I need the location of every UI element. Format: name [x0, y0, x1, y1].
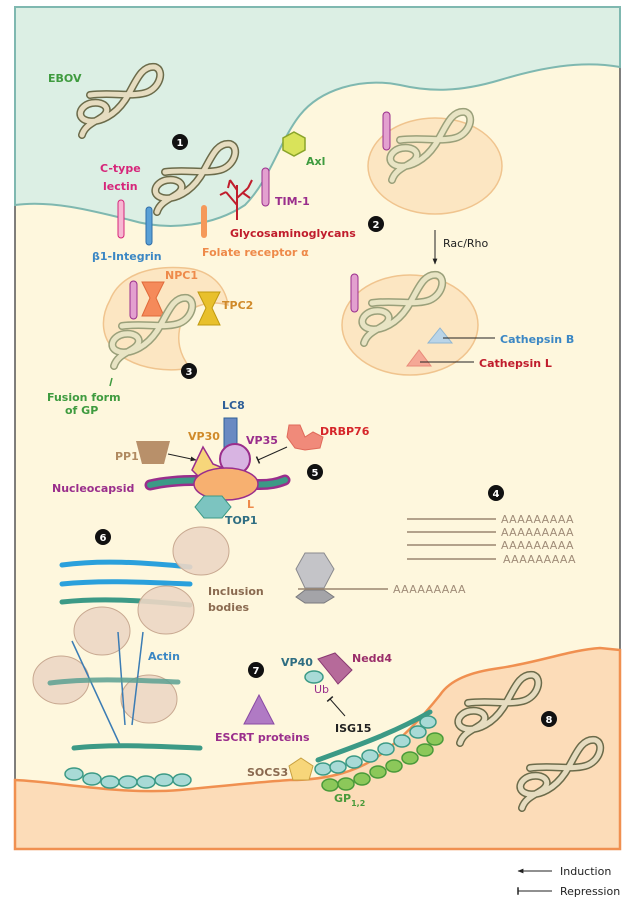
c-type-lectin-label-2: lectin — [103, 180, 138, 193]
step-6-badge — [95, 529, 111, 545]
step-5-badge — [307, 464, 323, 480]
late-endosome-receptor — [350, 273, 359, 313]
cathepsin-l-label: Cathepsin L — [479, 357, 552, 370]
polya-tail-ribosome: AAAAAAAAA — [393, 583, 466, 596]
vp35-label: VP35 — [246, 434, 278, 447]
c-type-lectin-label-1: C-type — [100, 162, 141, 175]
budding-matrix-strand — [315, 709, 433, 763]
inclusion-bodies-label-1: Inclusion — [208, 585, 264, 598]
l-label: L — [247, 498, 254, 511]
step-4-badge — [488, 485, 504, 501]
drbp76-label: DRBP76 — [320, 425, 370, 438]
step-1-number: 1 — [177, 138, 184, 149]
gp-label-subscript: 1,2 — [351, 799, 365, 808]
cathepsin-b-icon — [426, 327, 454, 344]
step-2-badge — [368, 216, 384, 232]
step-8-badge — [541, 711, 557, 727]
polya-tail-3: AAAAAAAAA — [501, 539, 574, 552]
beta1-integrin-label: β1-Integrin — [92, 250, 162, 263]
step-7-number: 7 — [253, 666, 260, 677]
gp-chain — [321, 732, 444, 792]
step-4-number: 4 — [493, 489, 500, 500]
top1-icon — [194, 495, 232, 519]
step-7-badge — [248, 662, 264, 678]
tpc2-label: TPC2 — [222, 299, 253, 312]
pp1-icon — [136, 441, 170, 464]
step-1-badge — [172, 134, 188, 150]
vp40-chain-budding — [314, 715, 437, 776]
actin-cortex-lower — [71, 743, 203, 751]
tim1-receptor — [261, 167, 270, 207]
rac-rho-label: Rac/Rho — [443, 237, 489, 250]
isg15-label: ISG15 — [335, 722, 371, 735]
socs3-label: SOCS3 — [247, 766, 288, 779]
gp-label: GP1,2 — [334, 792, 365, 808]
top1-label: TOP1 — [225, 514, 258, 527]
fusion-gp-pointer — [109, 377, 113, 387]
vp40-chain-left — [64, 767, 192, 789]
step-8-number: 8 — [546, 715, 553, 726]
step-5-number: 5 — [312, 468, 319, 479]
legend-induction-label: Induction — [560, 865, 611, 878]
actin-cortex-upper — [47, 677, 181, 686]
fusion-form-label-2: of GP — [65, 404, 98, 417]
beta1-integrin-receptor — [145, 206, 153, 246]
actin-label: Actin — [148, 650, 180, 663]
axl-receptor — [282, 131, 306, 157]
socs3-icon — [288, 757, 314, 781]
glycosaminoglycans-icon — [219, 179, 253, 220]
ribosome-small-subunit — [295, 589, 335, 604]
isg15-repression-line — [326, 695, 346, 717]
nucleocapsid-label: Nucleocapsid — [52, 482, 134, 495]
vp30-label: VP30 — [188, 430, 220, 443]
folate-receptor — [201, 205, 207, 238]
npc1-label: NPC1 — [165, 269, 198, 282]
tim1-label: TIM-1 — [275, 195, 310, 208]
npc1-adjacent-receptor — [129, 280, 138, 320]
gp-label-main: GP — [334, 792, 351, 805]
folate-receptor-label: Folate receptor α — [202, 246, 309, 259]
polya-tail-2: AAAAAAAAA — [501, 526, 574, 539]
ribosome-large-subunit — [295, 552, 335, 589]
escrt-proteins-label: ESCRT proteins — [215, 731, 310, 744]
drbp76-repression-line — [255, 446, 288, 464]
c-type-lectin-receptor — [117, 199, 125, 239]
escrt-proteins-icon — [243, 693, 275, 725]
tpc2-icon — [197, 291, 221, 326]
step-6-number: 6 — [100, 533, 107, 544]
step-2-number: 2 — [373, 220, 380, 231]
axl-label: Axl — [306, 155, 325, 168]
fusion-form-label-1: Fusion form — [47, 391, 121, 404]
polya-tail-1: AAAAAAAAA — [501, 513, 574, 526]
legend-repression-label: Repression — [560, 885, 620, 898]
step-3-badge — [181, 363, 197, 379]
ebov-label: EBOV — [48, 72, 82, 85]
nedd4-icon — [317, 652, 353, 685]
vp40-label: VP40 — [281, 656, 313, 669]
vp40-icon — [304, 670, 324, 684]
cathepsin-b-label: Cathepsin B — [500, 333, 574, 346]
pp1-label: PP1 — [115, 450, 139, 463]
glycosaminoglycans-label: Glycosaminoglycans — [230, 227, 356, 240]
budding-region — [13, 646, 622, 851]
l-polymerase-icon — [193, 467, 259, 501]
pp1-induction-arrow — [167, 453, 197, 462]
polya-tail-4: AAAAAAAAA — [503, 553, 576, 566]
mrna-transcripts — [407, 518, 496, 560]
nedd4-label: Nedd4 — [352, 652, 392, 665]
inclusion-bodies-label-2: bodies — [208, 601, 250, 614]
ub-label: Ub — [314, 683, 329, 696]
macropinosome-receptor — [382, 111, 391, 151]
legend: Induction Repression — [517, 865, 620, 898]
step-3-number: 3 — [186, 367, 193, 378]
lc8-label: LC8 — [222, 399, 245, 412]
drbp76-icon — [286, 424, 324, 451]
